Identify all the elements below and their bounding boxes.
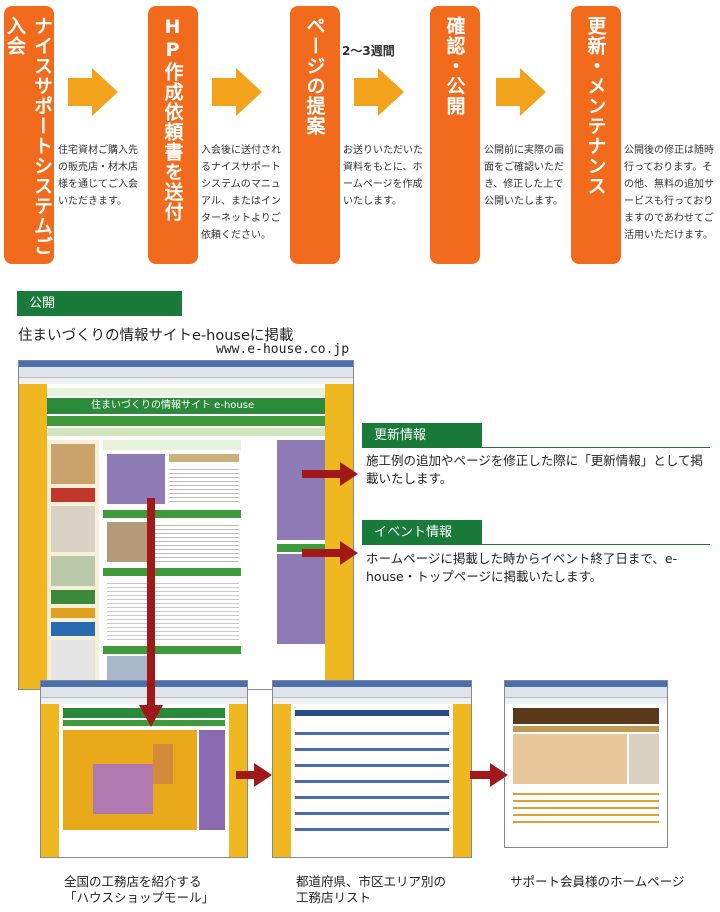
step-confirm-desc: 公開前に実際の画面をご確認いただき、修正した上で公開いたします。 [484,145,564,207]
update-info-text: 施工例の追加やページを修正した際に「更新情報」として掲載いたします。 [366,453,703,486]
list-caption-line2: 工務店リスト [296,890,372,905]
publish-heading: 公開 [17,291,182,316]
site-header-title: 住まいづくりの情報サイト e-house [91,400,255,411]
update-info-heading: 更新情報 [362,423,482,448]
member-homepage-screenshot [504,680,668,848]
mall-caption-line1: 全国の工務店を紹介する [64,874,202,889]
member-caption: サポート会員様のホームページ [510,874,710,890]
step-confirm: 確認・公開 [430,6,480,264]
step-request: HP作成依頼書を送付 [148,6,198,264]
mall-down-arrow-shaft [147,498,155,710]
event-info-rule [362,544,710,545]
step-request-desc: 入会後に送付されるナイスサポートシステムのマニュアル、またはインターネットよりご… [201,145,281,241]
step-maintenance: 更新・メンテナンス [571,6,621,264]
main-site-screenshot: 住まいづくりの情報サイト e-house [18,360,354,690]
step-join-desc: 住宅資材ご購入先の販売店・材木店様を通じてご入会いただきます。 [58,145,138,207]
step-proposal-desc: お送りいただいた資料をもとに、ホームページを作成いたします。 [343,145,423,207]
step-maintenance-desc: 公開後の修正は随時行っております。その他、無料の追加サービスも行っておりますので… [624,145,714,241]
step-proposal: ページの提案 [290,6,340,264]
list-caption: 都道府県、市区エリア別の 工務店リスト [296,874,486,906]
site-url: www.e-house.co.jp [216,342,350,357]
member-caption-line1: サポート会員様のホームページ [510,874,685,889]
update-info-rule [362,447,710,448]
event-info-heading: イベント情報 [362,520,482,545]
area-shop-list-screenshot [272,680,472,858]
mall-caption-line2: 「ハウスショップモール」 [64,890,215,905]
house-shop-mall-screenshot [40,680,248,858]
event-info-text: ホームページに掲載した時からイベント終了日まで、e-house・トップページに掲… [366,551,678,584]
list-caption-line1: 都道府県、市区エリア別の [296,874,447,889]
step-join: ナイスサポートシステムご入会 [4,6,54,264]
mall-down-arrow-head [139,705,163,727]
site-title: 住まいづくりの情報サイトe-houseに掲載 [18,328,294,344]
mall-caption: 全国の工務店を紹介する 「ハウスショップモール」 [64,874,254,906]
duration-label: 2〜3週間 [342,44,395,58]
